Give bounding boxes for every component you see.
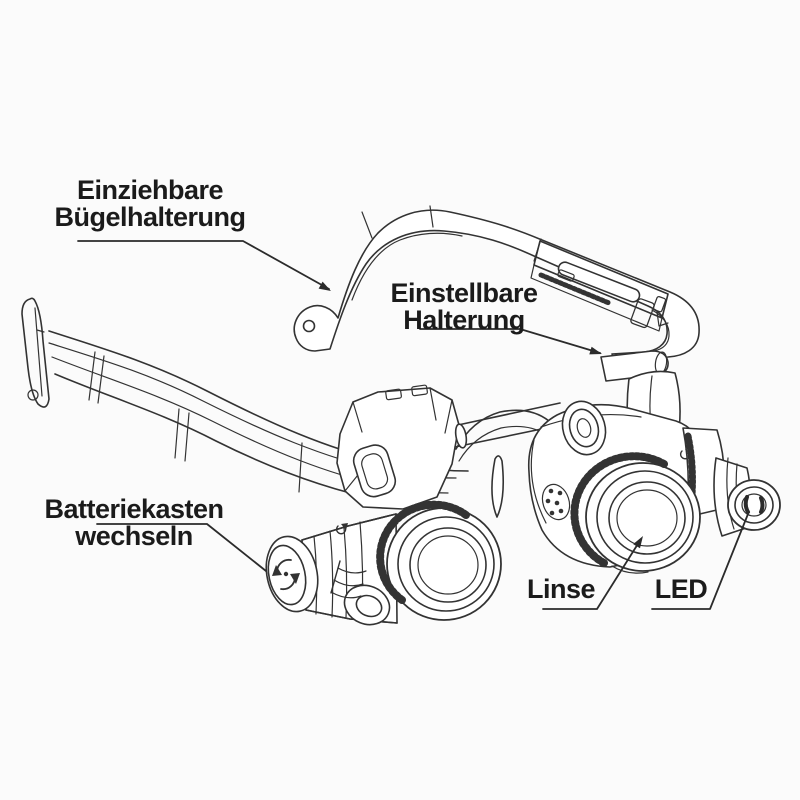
left-lens-drawing [376, 500, 502, 621]
leader-lens [542, 538, 642, 610]
arrowhead-temple [318, 281, 331, 291]
temple-arm-drawing [293, 205, 700, 360]
rotate-barrel-icon [335, 523, 348, 535]
label-battery-box: Batteriekasten wechseln [28, 496, 240, 550]
label-retractable-temple: Einziehbare Bügelhalterung [40, 177, 260, 231]
label-line: Einstellbare [390, 278, 538, 308]
led-face-drawing [727, 479, 781, 531]
right-lens-module-drawing [527, 400, 781, 574]
label-line: wechseln [75, 521, 193, 551]
leader-temple [77, 240, 330, 290]
right-lens-drawing [570, 452, 701, 572]
label-line: Batteriekasten [44, 494, 224, 524]
label-adjustable-mount: Einstellbare Halterung [358, 280, 570, 334]
label-led: LED [654, 574, 708, 604]
rotate-cap-arrows-icon [272, 558, 300, 591]
left-lens-module-drawing [265, 384, 502, 626]
label-line: Einziehbare [76, 175, 224, 205]
label-line: Halterung [403, 305, 525, 335]
label-lens: Linse [526, 574, 596, 604]
leader-mount [419, 328, 601, 354]
arrowhead-mount [589, 346, 602, 355]
leader-battery [96, 523, 267, 572]
leader-led [651, 513, 749, 610]
leader-lines [77, 240, 749, 610]
light-holes-drawing [541, 483, 571, 521]
label-line: Bügelhalterung [54, 202, 246, 232]
left-led-drawing [330, 560, 391, 626]
arrowhead-lens [633, 536, 643, 549]
